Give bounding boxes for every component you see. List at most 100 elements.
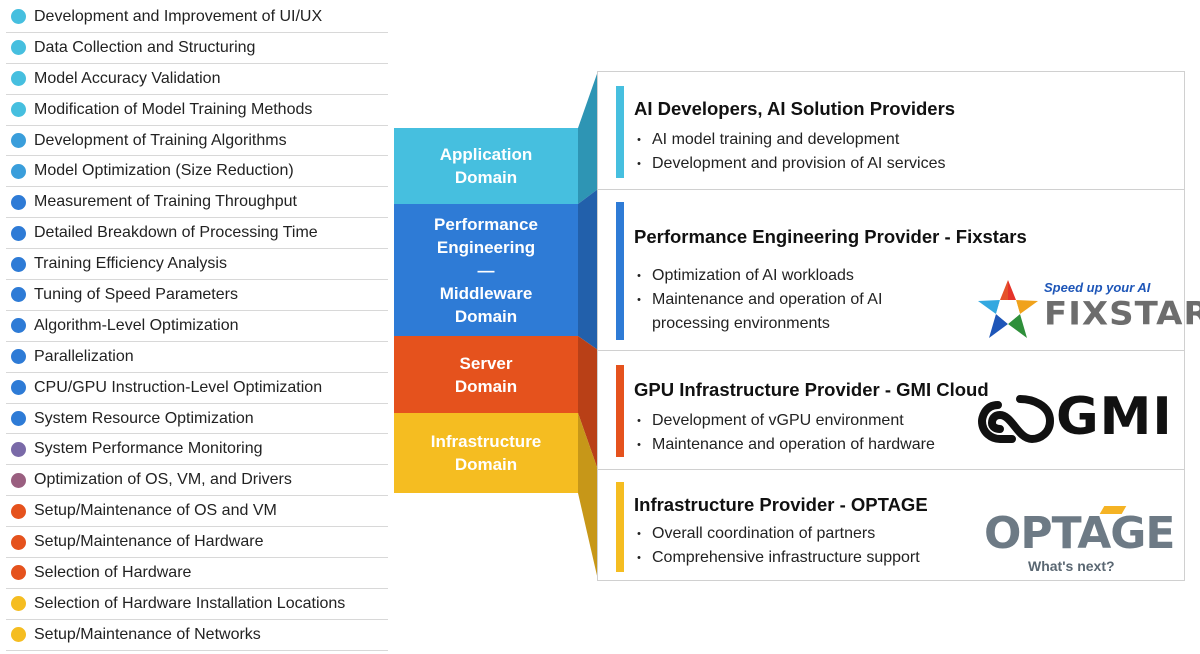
application-provider-title: AI Developers, AI Solution Providers bbox=[634, 98, 956, 119]
task-dot-icon bbox=[11, 9, 26, 25]
server-bullet-1: Development of vGPU environment bbox=[632, 409, 935, 433]
application-bullet-2: Development and provision of AI services bbox=[632, 152, 945, 176]
task-dot-icon bbox=[11, 102, 26, 118]
task-dot-icon bbox=[11, 71, 26, 87]
task-dot-icon bbox=[11, 565, 26, 581]
task-label: Selection of Hardware bbox=[34, 563, 192, 581]
infrastructure-bullet-1: Overall coordination of partners bbox=[632, 522, 920, 546]
performance-bullet-2: Maintenance and operation of AI processi… bbox=[632, 288, 904, 336]
task-label: Development of Training Algorithms bbox=[34, 131, 287, 149]
performance-provider-title: Performance Engineering Provider - Fixst… bbox=[634, 226, 1027, 247]
task-label: Data Collection and Structuring bbox=[34, 38, 256, 56]
task-label: Training Efficiency Analysis bbox=[34, 255, 227, 273]
task-label: Setup/Maintenance of OS and VM bbox=[34, 502, 277, 520]
task-label: Selection of Hardware Installation Locat… bbox=[34, 594, 346, 612]
performance-domain-line1: Performance bbox=[434, 214, 538, 234]
infrastructure-domain-line1: Infrastructure bbox=[430, 432, 542, 451]
gmi-infinity-icon bbox=[977, 395, 1055, 444]
application-domain-line1: Application bbox=[439, 145, 533, 164]
task-item: Setup/Maintenance of Hardware bbox=[6, 527, 388, 559]
task-dot-icon bbox=[11, 472, 26, 488]
application-domain-line2: Domain bbox=[454, 168, 518, 187]
task-item: Training Efficiency Analysis bbox=[6, 249, 388, 281]
task-item: Setup/Maintenance of OS and VM bbox=[6, 496, 388, 528]
task-dot-icon bbox=[11, 349, 26, 365]
task-dot-icon bbox=[11, 441, 26, 457]
task-item: Selection of Hardware bbox=[6, 558, 388, 589]
task-label: Parallelization bbox=[34, 347, 134, 365]
task-dot-icon bbox=[11, 318, 26, 334]
task-label: Setup/Maintenance of Networks bbox=[34, 625, 261, 643]
task-label: Modification of Model Training Methods bbox=[34, 100, 313, 118]
server-domain-block: Server Domain bbox=[394, 336, 578, 413]
performance-domain-line4: Domain bbox=[454, 306, 518, 326]
task-dot-icon bbox=[11, 194, 26, 210]
application-domain-block: Application Domain bbox=[394, 128, 578, 204]
infrastructure-accent-bar bbox=[616, 482, 624, 572]
provider-panel: AI Developers, AI Solution Providers AI … bbox=[597, 71, 1200, 581]
task-item: Setup/Maintenance of Networks bbox=[6, 620, 388, 651]
fixstars-wordmark: FIXSTARS bbox=[1044, 295, 1200, 333]
infrastructure-connector bbox=[578, 413, 598, 580]
task-dot-icon bbox=[11, 133, 26, 148]
task-dot-icon bbox=[11, 225, 26, 241]
task-item: Tuning of Speed Parameters bbox=[6, 280, 388, 311]
application-provider-bullets: AI model training and development Develo… bbox=[632, 128, 945, 176]
infrastructure-domain-block: Infrastructure Domain bbox=[394, 413, 578, 493]
task-item: Detailed Breakdown of Processing Time bbox=[6, 218, 388, 250]
task-dot-icon bbox=[11, 411, 26, 427]
task-item: CPU/GPU Instruction-Level Optimization bbox=[6, 373, 388, 404]
task-label: Tuning of Speed Parameters bbox=[34, 285, 238, 303]
task-dot-icon bbox=[11, 596, 26, 612]
gmi-wordmark: GMI bbox=[1056, 387, 1173, 447]
provider-performance: Performance Engineering Provider - Fixst… bbox=[598, 190, 1200, 351]
optage-logo: OPTAGE What's next? bbox=[984, 506, 1180, 580]
task-item: Parallelization bbox=[6, 342, 388, 373]
task-label: Optimization of OS, VM, and Drivers bbox=[34, 471, 292, 489]
task-label: Detailed Breakdown of Processing Time bbox=[34, 224, 318, 242]
task-item: Selection of Hardware Installation Locat… bbox=[6, 589, 388, 620]
task-dot-icon bbox=[11, 163, 26, 179]
performance-bullet-1: Optimization of AI workloads bbox=[632, 264, 904, 288]
performance-provider-bullets: Optimization of AI workloads Maintenance… bbox=[632, 264, 904, 336]
task-label: System Performance Monitoring bbox=[34, 440, 263, 458]
task-label: Algorithm-Level Optimization bbox=[34, 316, 239, 334]
performance-domain-line3: Middleware bbox=[439, 283, 533, 303]
task-dot-icon bbox=[11, 40, 26, 56]
server-connector bbox=[578, 336, 598, 470]
task-item: Optimization of OS, VM, and Drivers bbox=[6, 465, 388, 497]
server-domain-line2: Domain bbox=[454, 376, 518, 396]
task-item: Modification of Model Training Methods bbox=[6, 95, 388, 126]
server-domain-line1: Server bbox=[459, 353, 513, 373]
performance-domain-separator: — bbox=[477, 260, 495, 280]
task-item: Algorithm-Level Optimization bbox=[6, 311, 388, 342]
task-item: Measurement of Training Throughput bbox=[6, 187, 388, 219]
task-list: Development and Improvement of UI/UX Data… bbox=[6, 2, 388, 651]
performance-connector bbox=[578, 189, 598, 350]
performance-domain-line2: Engineering bbox=[436, 237, 536, 257]
server-provider-bullets: Development of vGPU environment Maintena… bbox=[632, 409, 935, 457]
application-bullet-1: AI model training and development bbox=[632, 128, 945, 152]
optage-wordmark: OPTAGE bbox=[984, 508, 1175, 559]
task-dot-icon bbox=[11, 256, 26, 272]
fixstars-logo: Speed up your AI FIXSTARS bbox=[976, 278, 1200, 340]
task-item: Model Optimization (Size Reduction) bbox=[6, 156, 388, 188]
server-accent-bar bbox=[616, 365, 624, 457]
optage-tagline: What's next? bbox=[1028, 558, 1115, 574]
task-dot-icon bbox=[11, 534, 26, 550]
infrastructure-provider-title: Infrastructure Provider - OPTAGE bbox=[634, 494, 928, 515]
task-item: System Resource Optimization bbox=[6, 404, 388, 435]
task-label: Development and Improvement of UI/UX bbox=[34, 7, 323, 25]
application-accent-bar bbox=[616, 86, 624, 178]
provider-infrastructure: Infrastructure Provider - OPTAGE Overall… bbox=[598, 470, 1184, 580]
task-item: Model Accuracy Validation bbox=[6, 64, 388, 95]
provider-server: GPU Infrastructure Provider - GMI Cloud … bbox=[598, 351, 1184, 470]
server-bullet-2: Maintenance and operation of hardware bbox=[632, 433, 935, 457]
task-dot-icon bbox=[11, 503, 26, 519]
task-label: Model Accuracy Validation bbox=[34, 69, 221, 87]
performance-domain-block: Performance Engineering — Middleware Dom… bbox=[394, 204, 578, 336]
infrastructure-bullet-2: Comprehensive infrastructure support bbox=[632, 546, 920, 570]
task-dot-icon bbox=[11, 287, 26, 303]
task-item: Development and Improvement of UI/UX bbox=[6, 2, 388, 33]
